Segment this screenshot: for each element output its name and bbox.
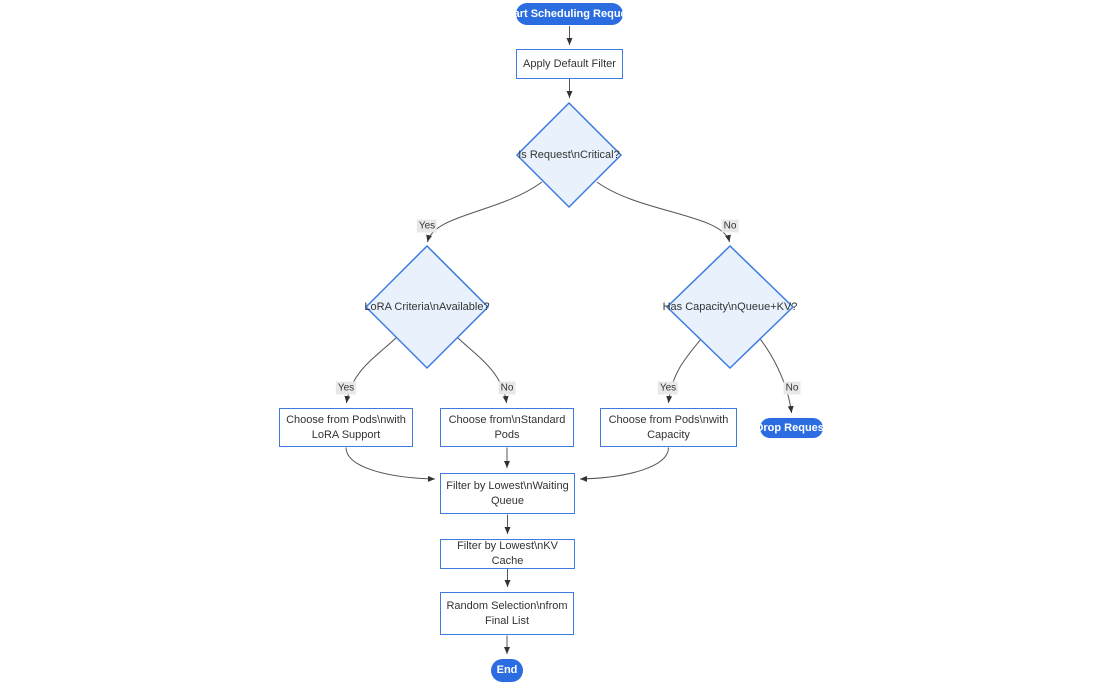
- edge-label-capacity-no: No: [783, 381, 801, 395]
- diamond-shapes: [364, 101, 795, 370]
- node-lora-criteria-label: LoRA Criteria\nAvailable?: [364, 300, 490, 313]
- edge-critical-yes: [426, 181, 543, 243]
- node-apply-default-filter: Apply Default Filter: [516, 49, 623, 79]
- edge-label-critical-yes: Yes: [416, 219, 438, 233]
- node-choose-lora-pods: Choose from Pods\nwith LoRA Support: [279, 408, 413, 447]
- edge-critical-no: [596, 181, 731, 243]
- node-drop-request: Drop Request: [755, 418, 828, 438]
- edge-label-capacity-yes: Yes: [657, 381, 679, 395]
- edge-label-lora-yes: Yes: [335, 381, 357, 395]
- node-end: End: [491, 659, 523, 682]
- diamond-lora-criteria: [364, 244, 490, 370]
- edge-label-lora-no: No: [498, 381, 516, 395]
- node-has-capacity-label: Has Capacity\nQueue+KV?: [662, 300, 798, 313]
- edge-chooselora-filter: [345, 447, 436, 482]
- edge-label-critical-no: No: [721, 219, 739, 233]
- node-filter-kv-cache: Filter by Lowest\nKV Cache: [440, 539, 575, 569]
- node-choose-capacity-pods: Choose from Pods\nwith Capacity: [600, 408, 737, 447]
- edge-capacity-no: [752, 329, 794, 414]
- node-start: Start Scheduling Request: [503, 3, 636, 25]
- diamond-is-critical: [515, 101, 623, 209]
- node-is-critical-label: Is Request\nCritical?: [518, 148, 620, 161]
- node-choose-standard-pods: Choose from\nStandard Pods: [440, 408, 574, 447]
- node-random-selection: Random Selection\nfrom Final List: [440, 592, 574, 635]
- node-filter-waiting-queue: Filter by Lowest\nWaiting Queue: [440, 473, 575, 514]
- diamond-has-capacity: [665, 244, 795, 370]
- edge-choosecap-filter: [579, 447, 669, 482]
